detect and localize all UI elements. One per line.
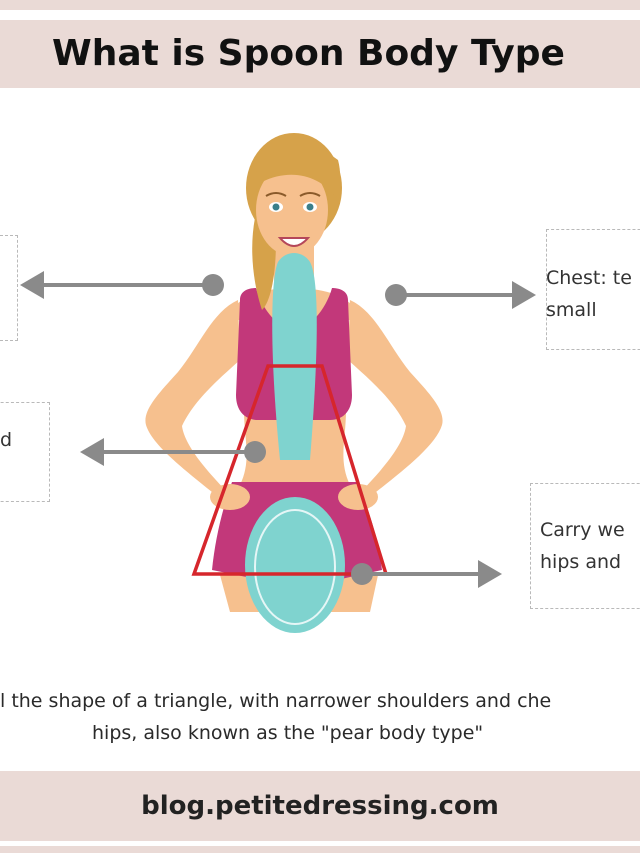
waist-callout-text: d	[0, 429, 13, 451]
right-brow	[299, 192, 321, 197]
hips-callout-line1: Carry we	[540, 519, 625, 541]
chest-callout-line1: Chest: te	[546, 267, 632, 289]
footer-url[interactable]: blog.petitedressing.com	[141, 791, 499, 821]
caption-line-2: hips, also known as the "pear body type"	[92, 722, 484, 744]
page-title: What is Spoon Body Type	[52, 33, 565, 74]
right-hand	[338, 484, 378, 510]
waist-callout-box	[0, 402, 50, 502]
left-pupil	[272, 203, 280, 211]
left-hand	[210, 484, 250, 510]
spoon-bowl-inner	[254, 509, 336, 625]
spoon-bowl	[245, 497, 345, 633]
caption: l the shape of a triangle, with narrower…	[0, 682, 640, 752]
top-strip	[0, 0, 640, 10]
shoulder-callout-box	[0, 235, 18, 341]
chest-callout-line2: small	[546, 299, 597, 321]
title-band	[0, 20, 640, 88]
left-brow	[265, 192, 287, 197]
arrow-chest	[385, 281, 536, 309]
chest-callout-box	[546, 229, 640, 350]
bottom-strip	[0, 846, 640, 853]
hips-callout-line2: hips and	[540, 551, 622, 573]
arrow-hips	[351, 560, 502, 588]
smile	[277, 237, 311, 247]
right-arm	[348, 300, 443, 495]
hair-fringe	[251, 145, 341, 198]
arrow-shoulder	[20, 271, 224, 299]
hips-callout-box	[530, 483, 640, 609]
caption-line-1: l the shape of a triangle, with narrower…	[0, 690, 552, 712]
arrow-waist	[80, 438, 266, 466]
spoon-handle	[272, 253, 317, 460]
left-arm	[145, 300, 240, 495]
footer-band	[0, 771, 640, 841]
right-pupil	[306, 203, 314, 211]
face	[256, 164, 328, 256]
